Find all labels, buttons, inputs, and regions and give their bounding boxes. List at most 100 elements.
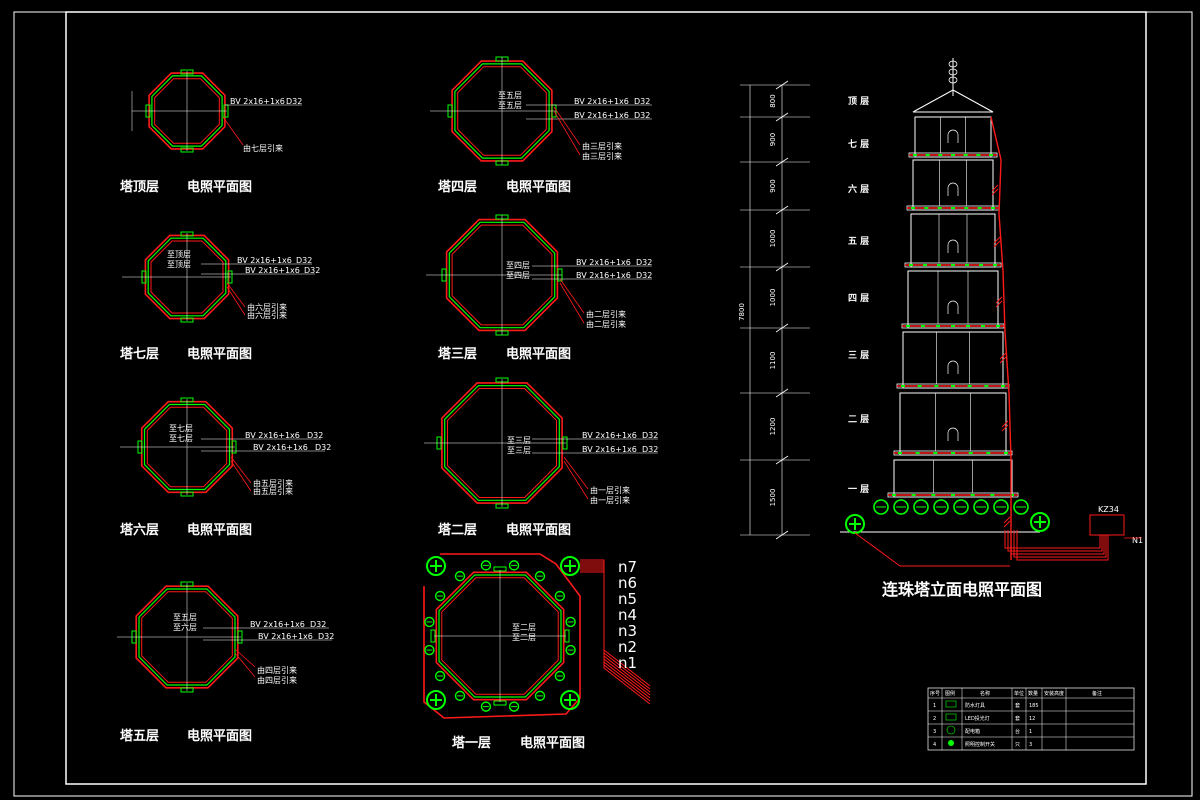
wire-ring-inner bbox=[457, 66, 547, 156]
feeder-wire bbox=[1016, 530, 1109, 561]
plan-one: 至二层 至二层 bbox=[423, 553, 651, 719]
uplight-icon bbox=[534, 570, 546, 582]
note: 至三层 bbox=[507, 446, 531, 455]
plan-subtitle: 电照平面图 bbox=[187, 728, 252, 744]
fixture-dot bbox=[906, 325, 910, 327]
uplight-icon bbox=[565, 616, 576, 628]
fixture-dot bbox=[976, 154, 981, 156]
cable-label: BV 2x16+1x6 bbox=[253, 443, 308, 452]
circuit-label: n7 bbox=[618, 558, 637, 576]
legend-no: 4 bbox=[933, 742, 936, 748]
legend-name: LED投光灯 bbox=[965, 715, 990, 722]
note: 由六层引来 bbox=[247, 310, 287, 320]
storey bbox=[912, 159, 994, 211]
inner-frame bbox=[65, 11, 1147, 785]
floodlight-icon bbox=[426, 556, 446, 576]
plan-title: 塔六层 bbox=[120, 522, 159, 538]
fixture-dot bbox=[898, 452, 902, 454]
uplight-icon bbox=[508, 560, 520, 571]
floodlight-icon bbox=[913, 499, 929, 515]
cable-label: BV 2x16+1x6 bbox=[245, 431, 300, 440]
dim-slash bbox=[775, 262, 789, 272]
level-label: 二 层 bbox=[848, 414, 869, 425]
legend-no: 1 bbox=[933, 703, 936, 709]
fixture-dot bbox=[911, 207, 915, 209]
legend-qty: 3 bbox=[1029, 742, 1032, 748]
box-label: KZ34 bbox=[1098, 505, 1119, 514]
uplight-icon bbox=[434, 670, 446, 682]
finial-bead bbox=[948, 60, 958, 68]
dim-slash bbox=[775, 323, 789, 333]
feeder-wire bbox=[1013, 530, 1107, 558]
wall-outline bbox=[444, 385, 560, 501]
note: 由四层引来 bbox=[257, 665, 297, 675]
level-label: 三 层 bbox=[848, 350, 869, 361]
total-height: 7800 bbox=[738, 303, 746, 321]
note: 至五层 bbox=[498, 91, 522, 100]
note: 至二层 bbox=[512, 633, 536, 642]
fixture-dot bbox=[901, 385, 905, 387]
legend-header: 安装高度 bbox=[1044, 690, 1064, 697]
fixture-dot bbox=[913, 154, 917, 156]
floodlight-icon bbox=[993, 499, 1009, 515]
segment-label: 1000 bbox=[769, 230, 777, 248]
wire-ring-outer bbox=[451, 60, 553, 162]
fixture-dot bbox=[933, 452, 938, 454]
fixture-dot bbox=[996, 325, 1000, 327]
dim-slash bbox=[775, 530, 789, 540]
fixture-dot bbox=[921, 325, 925, 327]
note: 由三层引来 bbox=[582, 141, 622, 151]
feeder-wire bbox=[854, 532, 1010, 567]
fixture-dot bbox=[964, 207, 969, 209]
fixture-dot bbox=[911, 494, 916, 496]
circuit-bus bbox=[580, 559, 651, 705]
legend-unit: 套 bbox=[1015, 702, 1020, 709]
floodlight-fixtures bbox=[424, 556, 580, 712]
feeder-wire bbox=[1007, 530, 1103, 552]
riser-tick bbox=[991, 188, 999, 196]
plan-subtitle: 电照平面图 bbox=[187, 346, 252, 362]
cable-label: BV 2x16+1x6 bbox=[250, 620, 305, 629]
riser-tick bbox=[995, 296, 1003, 304]
feeder-wire bbox=[580, 563, 651, 693]
circuit-labels: n7 n6 n5 n4 n3 n2 n1 bbox=[618, 558, 637, 672]
legend-qty: 185 bbox=[1029, 703, 1039, 709]
fixture-dot bbox=[1004, 452, 1008, 454]
note: 由三层引来 bbox=[582, 151, 622, 161]
fixture-dot bbox=[990, 494, 995, 496]
fixture-symbol bbox=[945, 700, 957, 708]
fixture-dot bbox=[934, 385, 939, 387]
plan-six: 至七层 至七层 BV 2x16+1x6 D32 BV 2x16+1x6 D32 … bbox=[120, 397, 331, 497]
note: 由七层引来 bbox=[243, 143, 283, 153]
fixture-dot bbox=[951, 494, 955, 496]
finial-bead bbox=[948, 68, 958, 76]
uplight-icon bbox=[424, 616, 435, 628]
floodlight-icon bbox=[973, 499, 989, 515]
elevation-title: 连珠塔立面电照平面图 bbox=[882, 580, 1042, 599]
conduit-label: D32 bbox=[642, 431, 658, 440]
floodlight-icon bbox=[560, 690, 580, 710]
wall-outline bbox=[438, 574, 562, 698]
cable-label: BV 2x16+1x6 bbox=[230, 97, 285, 106]
legend-unit: 台 bbox=[1015, 728, 1020, 735]
note: 至顶层 bbox=[167, 260, 191, 269]
fixture-dot bbox=[917, 385, 922, 387]
legend-table: 序号 图例 名称 单位 数量 安装高度 备注 1 防水灯具 套 185 2 LE… bbox=[927, 687, 1135, 751]
wall-outline bbox=[454, 63, 550, 159]
uplight-icon bbox=[480, 560, 492, 571]
plan-subtitle: 电照平面图 bbox=[187, 522, 252, 538]
note: 至五层 bbox=[498, 101, 522, 110]
wire-ring-inner bbox=[154, 78, 220, 144]
finial-bead bbox=[948, 76, 958, 84]
feeder-wire bbox=[1004, 530, 1101, 549]
dim-slash bbox=[775, 112, 789, 122]
plan-title: 塔五层 bbox=[120, 728, 159, 744]
note: 至五层 bbox=[173, 613, 197, 622]
conduit-label: D32 bbox=[315, 443, 331, 452]
wire-ring-inner bbox=[451, 224, 553, 326]
conduit-label: D32 bbox=[304, 266, 320, 275]
floodlight-icon bbox=[1030, 512, 1050, 532]
fixture-dot bbox=[951, 207, 955, 209]
dim-slash bbox=[775, 455, 789, 465]
